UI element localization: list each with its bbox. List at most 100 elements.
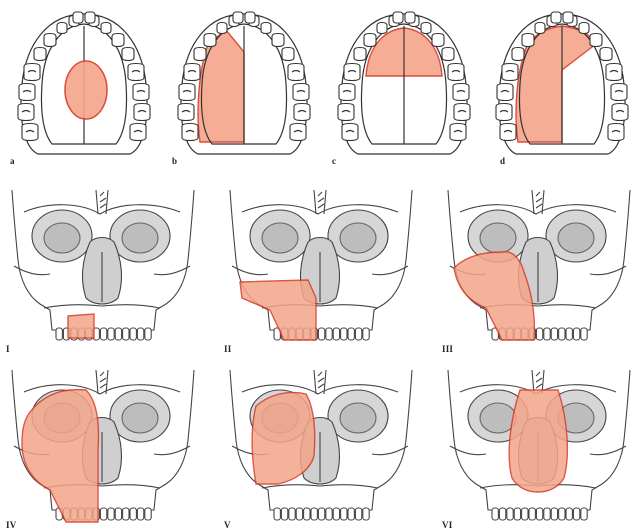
upper-tooth bbox=[544, 508, 550, 520]
upper-tooth bbox=[499, 508, 505, 520]
upper-tooth bbox=[573, 508, 579, 520]
tooth bbox=[128, 64, 144, 81]
tooth bbox=[454, 104, 470, 121]
tooth bbox=[590, 34, 602, 47]
tooth bbox=[405, 12, 415, 23]
tooth bbox=[122, 48, 134, 61]
tooth bbox=[44, 34, 56, 47]
upper-tooth bbox=[551, 508, 557, 520]
upper-tooth bbox=[123, 508, 129, 520]
upper-tooth bbox=[536, 508, 542, 520]
upper-tooth bbox=[559, 328, 565, 340]
skull-panel-V: V bbox=[222, 360, 418, 532]
shaded-region bbox=[509, 390, 567, 492]
upper-tooth bbox=[108, 328, 114, 340]
tooth bbox=[611, 84, 627, 101]
upper-tooth bbox=[507, 508, 513, 520]
tooth bbox=[453, 84, 469, 101]
panel-label: I bbox=[6, 344, 10, 354]
tooth bbox=[217, 23, 227, 34]
tooth bbox=[512, 48, 524, 61]
upper-tooth bbox=[137, 508, 143, 520]
upper-tooth bbox=[137, 328, 143, 340]
tooth bbox=[57, 23, 67, 34]
tooth bbox=[497, 84, 513, 101]
tooth bbox=[421, 23, 431, 34]
upper-tooth bbox=[115, 328, 121, 340]
upper-tooth bbox=[296, 508, 302, 520]
orbit-inner bbox=[480, 223, 516, 253]
tooth bbox=[563, 12, 573, 23]
upper-tooth bbox=[130, 328, 136, 340]
palate-panel-d: d bbox=[486, 4, 638, 169]
tooth bbox=[450, 124, 466, 141]
upper-tooth bbox=[318, 508, 324, 520]
panel-label: III bbox=[442, 344, 453, 354]
shaded-region bbox=[65, 61, 107, 119]
palate-diagram bbox=[486, 4, 638, 169]
upper-tooth bbox=[318, 328, 324, 340]
tooth bbox=[233, 12, 243, 23]
tooth bbox=[101, 23, 111, 34]
shaded-region bbox=[22, 390, 99, 522]
palate-outline bbox=[341, 14, 467, 154]
tooth bbox=[184, 64, 200, 81]
panel-label: d bbox=[500, 156, 505, 166]
orbit-inner bbox=[340, 403, 376, 433]
panel-label: IV bbox=[6, 520, 16, 530]
tooth bbox=[344, 64, 360, 81]
upper-tooth bbox=[581, 328, 587, 340]
tooth bbox=[393, 12, 403, 23]
palate-panel-c: c bbox=[328, 4, 480, 169]
shaded-region bbox=[68, 314, 94, 338]
upper-tooth bbox=[333, 508, 339, 520]
tooth bbox=[288, 64, 304, 81]
tooth bbox=[73, 12, 83, 23]
upper-tooth bbox=[123, 328, 129, 340]
upper-tooth bbox=[355, 508, 361, 520]
tooth bbox=[600, 48, 612, 61]
tooth bbox=[432, 34, 444, 47]
tooth bbox=[354, 48, 366, 61]
skull-diagram bbox=[440, 360, 636, 532]
tooth bbox=[24, 64, 40, 81]
tooth bbox=[442, 48, 454, 61]
tooth bbox=[606, 64, 622, 81]
nasal-bone bbox=[96, 370, 108, 394]
panel-label: b bbox=[172, 156, 177, 166]
tooth bbox=[377, 23, 387, 34]
tooth bbox=[293, 84, 309, 101]
tooth bbox=[338, 104, 354, 121]
tooth bbox=[294, 104, 310, 121]
upper-tooth bbox=[581, 508, 587, 520]
tooth bbox=[112, 34, 124, 47]
skull-outline bbox=[230, 190, 412, 340]
tooth bbox=[612, 104, 628, 121]
upper-tooth bbox=[274, 508, 280, 520]
upper-tooth bbox=[341, 508, 347, 520]
tooth bbox=[502, 64, 518, 81]
tooth bbox=[204, 34, 216, 47]
tooth bbox=[85, 12, 95, 23]
tooth bbox=[342, 124, 358, 141]
tooth bbox=[130, 124, 146, 141]
tooth bbox=[496, 104, 512, 121]
tooth bbox=[261, 23, 271, 34]
palate-panel-b: b bbox=[168, 4, 320, 169]
upper-tooth bbox=[281, 508, 287, 520]
skull-panel-II: II bbox=[222, 180, 418, 352]
skull-panel-VI: VI bbox=[440, 360, 636, 532]
tooth bbox=[182, 124, 198, 141]
upper-tooth bbox=[311, 508, 317, 520]
upper-tooth bbox=[100, 328, 106, 340]
upper-tooth bbox=[514, 508, 520, 520]
upper-tooth bbox=[130, 508, 136, 520]
tooth bbox=[522, 34, 534, 47]
tooth bbox=[34, 48, 46, 61]
nasal-bone bbox=[96, 190, 108, 214]
tooth bbox=[194, 48, 206, 61]
panel-label: V bbox=[224, 520, 231, 530]
tooth bbox=[178, 104, 194, 121]
maxilla bbox=[44, 305, 160, 308]
skull-diagram bbox=[222, 360, 418, 532]
